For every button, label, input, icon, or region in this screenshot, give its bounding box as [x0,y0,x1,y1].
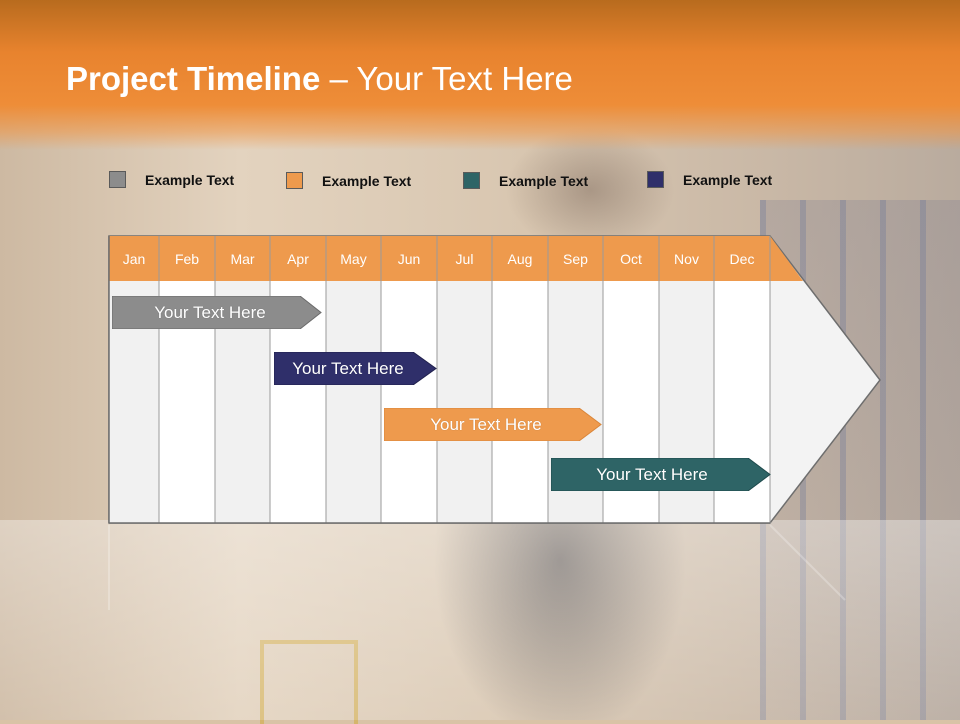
month-column-aug [492,281,548,523]
month-label-apr: Apr [287,251,309,267]
task-bar-shape [274,352,437,385]
month-label-sep: Sep [563,251,588,267]
legend-label: Example Text [145,172,235,188]
task-bar-3[interactable]: Your Text Here [384,408,602,441]
page-title: Project Timeline – Your Text Here [66,60,573,98]
month-header-bar [109,236,803,281]
month-column-jul [437,281,492,523]
month-labels: Jan Feb Mar Apr May Jun Jul Aug Sep Oct Nov Dec [123,251,755,267]
task-label: Your Text Here [430,415,542,434]
legend-swatch-teal [463,172,480,189]
month-label-jul: Jul [456,251,474,267]
month-label-dec: Dec [730,251,755,267]
legend-swatch-navy [647,171,664,188]
task-label: Your Text Here [596,465,708,484]
legend-swatch-gray [109,171,126,188]
month-label-mar: Mar [230,251,254,267]
task-bar-4[interactable]: Your Text Here [551,458,771,491]
title-rest: – Your Text Here [320,60,573,97]
task-bar-shape [112,296,322,329]
month-label-oct: Oct [620,251,642,267]
header-band [0,0,960,150]
legend-label: Example Text [322,173,412,189]
month-column-may [326,281,381,523]
background-railing [260,640,358,724]
timeline-reflection [108,524,846,610]
task-label: Your Text Here [292,359,404,378]
month-column-jun [381,281,437,523]
task-bar-2[interactable]: Your Text Here [274,352,437,385]
legend-label: Example Text [499,173,589,189]
month-label-aug: Aug [508,251,533,267]
task-label: Your Text Here [154,303,266,322]
month-label-may: May [340,251,366,267]
background-fade [0,520,960,720]
title-bold: Project Timeline [66,60,321,97]
task-bar-shape [551,458,771,491]
legend-label: Example Text [683,172,773,188]
task-bar-1[interactable]: Your Text Here [112,296,322,329]
month-label-nov: Nov [674,251,699,267]
month-label-jan: Jan [123,251,146,267]
month-label-jun: Jun [398,251,421,267]
month-label-feb: Feb [175,251,199,267]
legend-swatch-orange [286,172,303,189]
task-bar-shape [384,408,602,441]
